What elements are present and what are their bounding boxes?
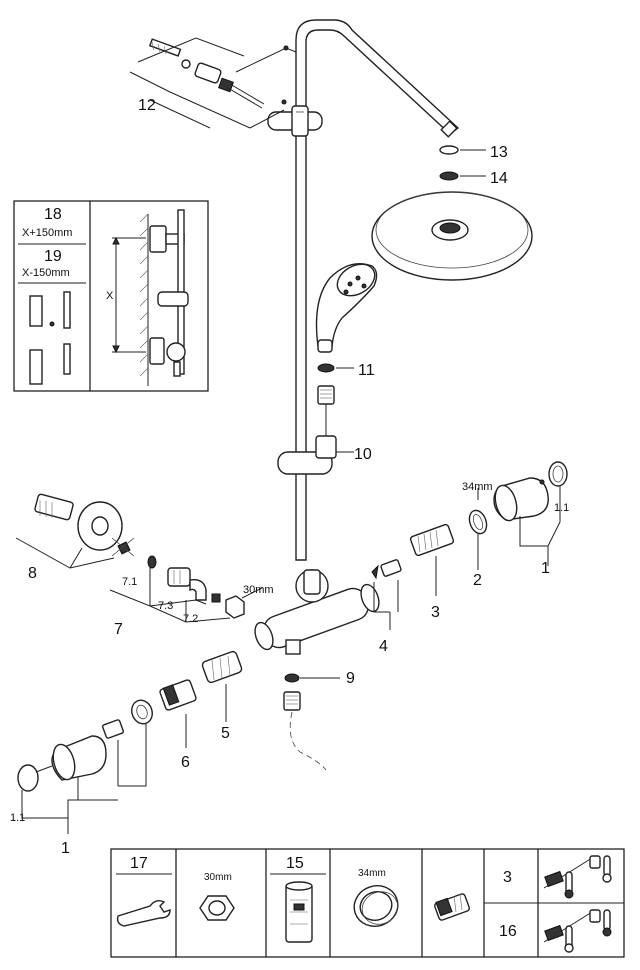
- head-shower: [371, 191, 533, 281]
- bottom-table: [110, 848, 625, 958]
- inset-size-18: X+150mm: [22, 227, 72, 239]
- wrench-icon: [116, 899, 171, 927]
- wall-union-assembly: [15, 493, 263, 623]
- inset-label-18: 18: [44, 206, 62, 223]
- callout-1-1-left: 1.1: [10, 812, 25, 824]
- right-handle-assembly: [371, 461, 568, 630]
- callout-13: 13: [490, 144, 508, 161]
- hose-connector: [317, 363, 354, 436]
- callout-12: 12: [138, 97, 156, 114]
- table-option-16: 16: [499, 923, 517, 940]
- hand-shower: [315, 263, 378, 353]
- table-label-15: 15: [286, 855, 304, 872]
- table-label-17: 17: [130, 855, 148, 872]
- valve-icon: [434, 893, 470, 921]
- thermostat-body: [254, 569, 380, 655]
- inset-mounting-detail: [112, 209, 189, 386]
- inset-label-19: 19: [44, 248, 62, 265]
- head-washers: [439, 145, 486, 181]
- callout-11: 11: [358, 362, 375, 379]
- callout-3: 3: [431, 604, 440, 621]
- callout-7: 7: [114, 621, 123, 638]
- inset-panel: [13, 200, 209, 392]
- callout-1-left: 1: [61, 840, 70, 857]
- callout-1-right: 1: [541, 560, 550, 577]
- callout-7-3: 7.3: [158, 600, 173, 612]
- table-option-3: 3: [503, 869, 512, 886]
- riser-bracket: [267, 105, 323, 137]
- cartridge-icon: [285, 881, 313, 943]
- callout-7-2: 7.2: [183, 613, 198, 625]
- slider: [277, 435, 354, 475]
- callout-8: 8: [28, 565, 37, 582]
- dimension-34mm: 34mm: [462, 481, 493, 493]
- callout-9: 9: [346, 670, 355, 687]
- temperature-icon-bottom: [543, 909, 612, 953]
- callout-1-1-right: 1.1: [554, 502, 569, 514]
- inset-dimension-x: X: [106, 290, 114, 302]
- callout-5: 5: [221, 725, 230, 742]
- inset-size-19: X-150mm: [22, 267, 70, 279]
- shower-arm: [295, 19, 460, 561]
- left-handle-assembly: [17, 650, 243, 834]
- table-size-34mm: 34mm: [358, 868, 386, 879]
- callout-7-1: 7.1: [122, 576, 137, 588]
- callout-4: 4: [379, 638, 388, 655]
- callout-2: 2: [473, 572, 482, 589]
- table-size-30mm: 30mm: [204, 872, 232, 883]
- callout-14: 14: [490, 170, 508, 187]
- wall-fixing-set: [129, 37, 297, 129]
- bottom-hose: [283, 673, 340, 771]
- nut-30mm-icon: [199, 895, 235, 921]
- temperature-icon-top: [543, 855, 612, 899]
- inset-riser-variants: [29, 291, 71, 385]
- callout-6: 6: [181, 754, 190, 771]
- dimension-30mm: 30mm: [243, 584, 274, 596]
- ring-34mm-icon: [353, 885, 399, 927]
- callout-10: 10: [354, 446, 372, 463]
